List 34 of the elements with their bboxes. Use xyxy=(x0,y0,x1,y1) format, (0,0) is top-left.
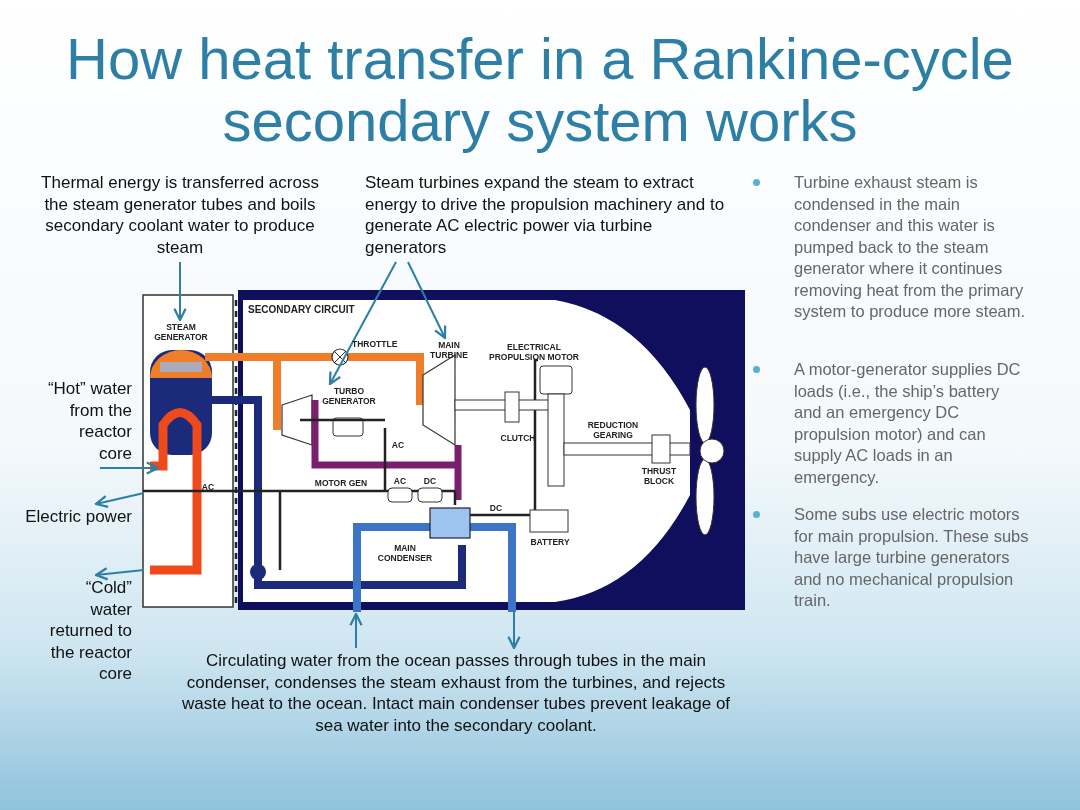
callout-text: “Cold” water returned to the reactor core xyxy=(42,577,132,685)
callout-text: Steam turbines expand the steam to extract energy to drive the propulsion machinery and to generate AC electric power via turbine generators xyxy=(365,172,735,258)
bullet-text: Turbine exhaust steam is condensed in the main condenser and this water is pumped back to the steam generator where it continues removing heat from the primary system to produce more steam. xyxy=(794,172,1027,322)
leader-arrow xyxy=(94,567,145,581)
leader-arrow xyxy=(349,612,363,649)
part-label: DC xyxy=(422,476,438,486)
leader-arrow xyxy=(507,611,521,650)
part-label: MAIN TURBINE xyxy=(425,340,473,360)
part-label: REDUCTION GEARING xyxy=(586,420,640,440)
leader-arrow xyxy=(99,461,160,475)
part-label: MAIN CONDENSER xyxy=(376,543,434,563)
part-label: SECONDARY CIRCUIT xyxy=(248,305,356,315)
callout-text: Electric power xyxy=(12,506,132,528)
leader-arrow xyxy=(328,261,397,386)
callout-text: “Hot” water from the reactor core xyxy=(42,378,132,464)
leader-arrow xyxy=(173,261,187,322)
part-label: THROTTLE xyxy=(352,339,399,349)
bullet-text: Some subs use electric motors for main propulsion. These subs have large turbine generators and no mechanical propulsion train. xyxy=(794,504,1029,611)
part-label: MOTOR GEN xyxy=(313,478,369,488)
part-label: DC xyxy=(488,503,504,513)
callout-text: Circulating water from the ocean passes through tubes in the main condenser, condenses the steam exhaust from the turbines, and rejects waste heat to the ocean. Intact main condenser tubes prevent leakage of sea water into the secondary coolant. xyxy=(176,650,736,736)
part-label: TURBO GENERATOR xyxy=(320,386,378,406)
leader-arrow xyxy=(407,261,447,340)
part-label: AC xyxy=(200,482,216,492)
bullet-text: A motor-generator supplies DC loads (i.e., the ship’s battery and an emergency DC propulsion motor) and can supply AC loads in an emergency. xyxy=(794,359,1022,488)
part-label: THRUST BLOCK xyxy=(640,466,678,486)
callout-text: Thermal energy is transferred across the steam generator tubes and boils secondary coolant water to produce steam xyxy=(40,172,320,258)
part-label: AC xyxy=(392,476,408,486)
leader-arrow xyxy=(94,492,145,509)
part-label: ELECTRICAL PROPULSION MOTOR xyxy=(487,342,580,362)
part-label: AC xyxy=(390,440,406,450)
slide-title: How heat transfer in a Rankine-cycle secondary system works xyxy=(65,28,1015,152)
part-label: STEAM GENERATOR xyxy=(152,322,210,342)
part-label: BATTERY xyxy=(529,537,571,547)
